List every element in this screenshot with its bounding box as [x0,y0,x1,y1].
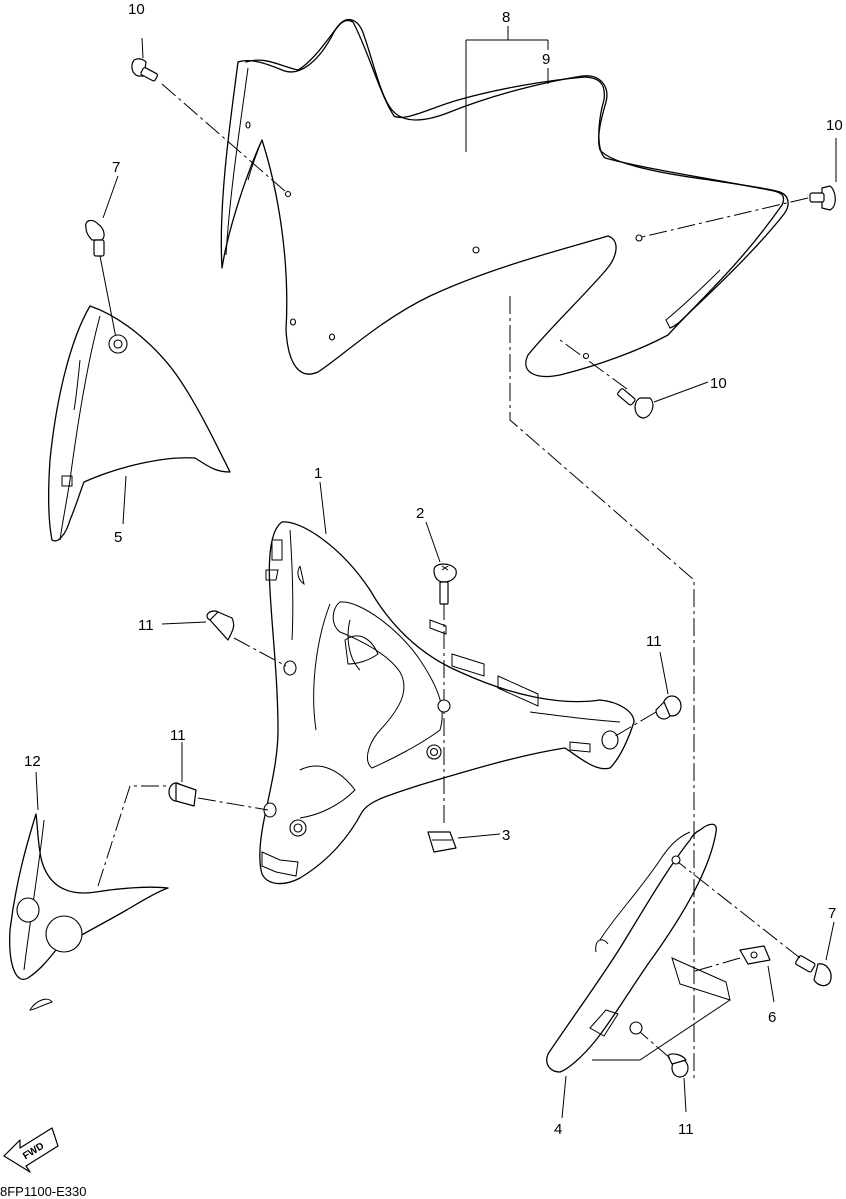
callout-1: 1 [314,465,322,482]
callout-8: 8 [502,9,510,26]
collar-part-11-c [611,651,682,739]
callout-11-d: 11 [678,1121,694,1138]
callout-7-left: 7 [112,159,120,176]
inner-panel-part-4 [546,823,731,1119]
screw-part-10-right [641,138,837,238]
alignment-lines [443,296,695,1080]
callout-6: 6 [768,1009,776,1026]
collar-part-11-a [161,610,287,667]
nut-part-6 [691,945,775,1003]
inner-panel-part-5 [48,305,231,542]
callout-labels: 10 8 9 10 7 10 1 5 2 11 11 11 12 3 7 6 4… [24,1,843,1138]
callout-3: 3 [502,827,510,844]
callout-10-top: 10 [128,1,145,18]
weather-strip-part-9 [245,19,789,329]
callout-11-c: 11 [646,633,662,650]
callout-10-right: 10 [826,117,843,134]
screw-part-10-middle [559,339,709,419]
lower-panel-part-12 [9,771,170,1011]
callout-bracket-8-9 [465,26,549,152]
collar-part-11-b [168,742,269,811]
callout-7-right: 7 [828,905,836,922]
callout-11-a: 11 [138,617,154,634]
windshield-part-8 [220,19,785,378]
callout-2: 2 [416,505,424,522]
callout-5: 5 [114,529,122,546]
screw-part-2 [425,521,457,605]
screw-part-7-right [677,861,835,987]
screw-part-10-top [131,37,287,193]
diagram-code: 8FP1100-E330 [0,1184,87,1199]
callout-10-middle: 10 [710,375,727,392]
cowling-body-part-1 [259,481,635,885]
callout-12: 12 [24,753,41,770]
fwd-arrow-icon: FWD [3,1127,59,1173]
callout-4: 4 [554,1121,562,1138]
callout-11-b: 11 [170,727,186,744]
nut-part-3 [427,831,501,853]
collar-part-11-d [639,1031,689,1113]
callout-9: 9 [542,51,550,68]
screw-part-7-left [85,175,119,339]
